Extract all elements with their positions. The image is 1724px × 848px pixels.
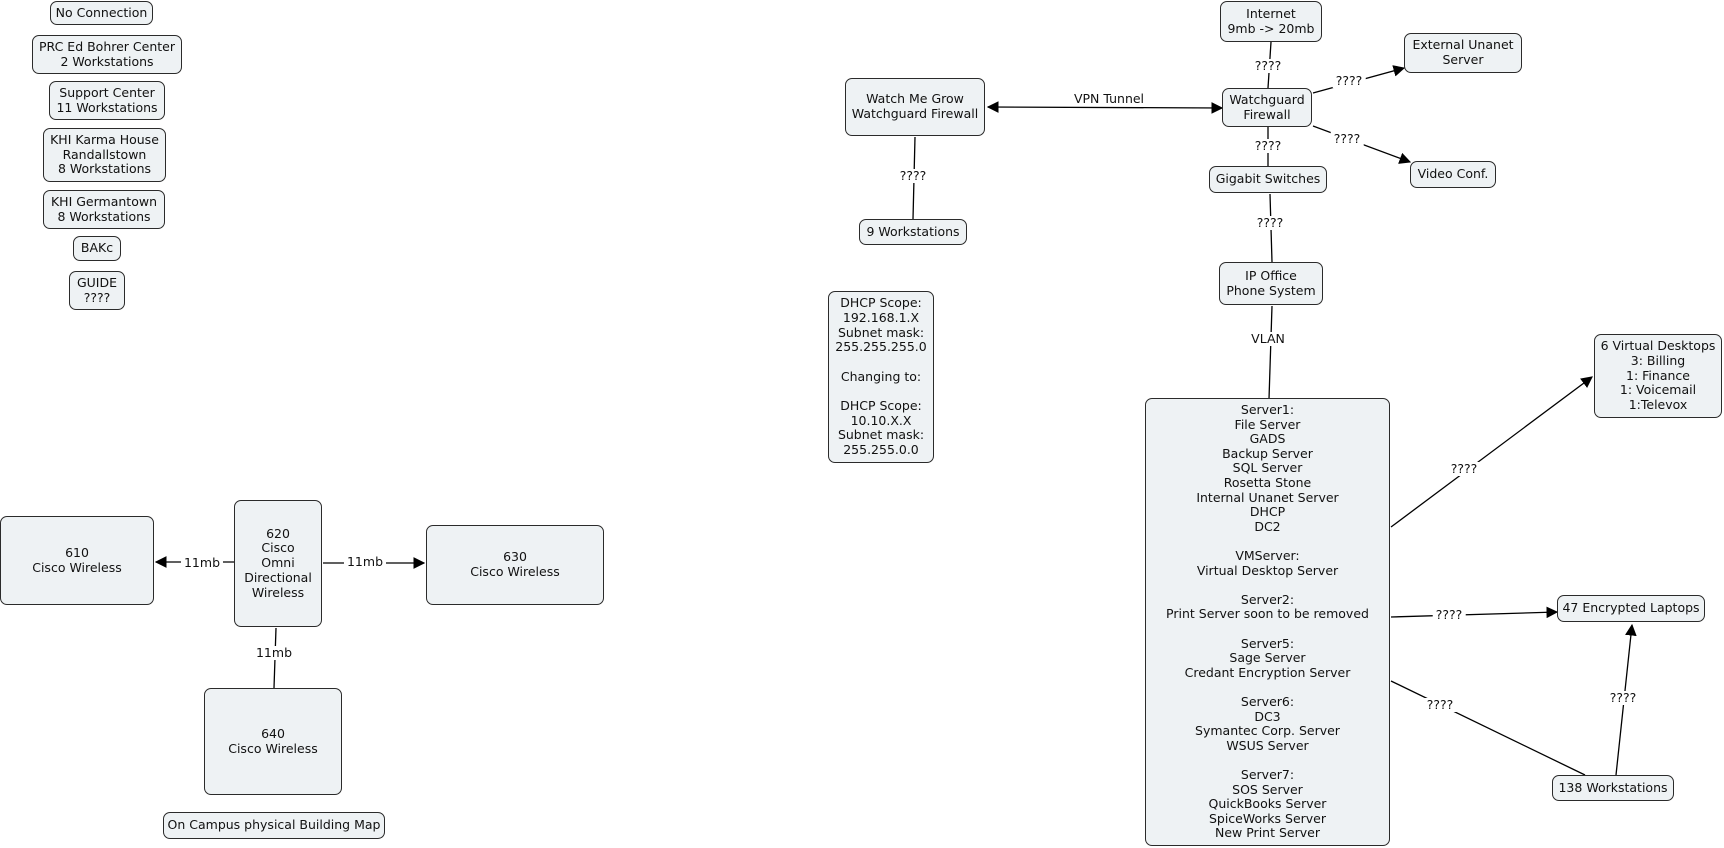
edge-label-servers-138ws: ????	[1423, 698, 1457, 712]
node-dhcp-scope-note[interactable]: DHCP Scope: 192.168.1.X Subnet mask: 255…	[828, 291, 934, 463]
node-6-virtual-desktops[interactable]: 6 Virtual Desktops 3: Billing 1: Finance…	[1594, 334, 1722, 418]
edge-label-watchguard-video: ????	[1330, 132, 1364, 146]
edge-label-watchguard-external: ????	[1332, 74, 1366, 88]
node-khi-karma-house[interactable]: KHI Karma House Randallstown 8 Workstati…	[43, 128, 166, 182]
node-640-cisco-wireless[interactable]: 640 Cisco Wireless	[204, 688, 342, 795]
edge-srv-lap	[1390, 606, 1559, 619]
node-no-connection[interactable]: No Connection	[50, 1, 153, 25]
node-47-encrypted-laptops[interactable]: 47 Encrypted Laptops	[1557, 595, 1705, 622]
node-prc-ed-bohrer[interactable]: PRC Ed Bohrer Center 2 Workstations	[32, 35, 182, 74]
edge-label-vlan: VLAN	[1248, 332, 1288, 346]
edge-label-watchguard-gigabit: ????	[1251, 139, 1285, 153]
node-ip-office-phone-system[interactable]: IP Office Phone System	[1219, 262, 1323, 305]
node-campus-map[interactable]: On Campus physical Building Map	[163, 812, 385, 839]
edge-srv-138	[1390, 680, 1586, 776]
edge-label-servers-vd: ????	[1447, 462, 1481, 476]
edge-label-620-630: 11mb	[343, 555, 387, 569]
edge-ipo-srv	[1268, 305, 1273, 400]
node-9-workstations[interactable]: 9 Workstations	[859, 219, 967, 245]
edge-vpn	[986, 101, 1224, 114]
edge-label-internet-watchguard: ????	[1251, 59, 1285, 73]
edge-label-wmg-9ws: ????	[896, 169, 930, 183]
edge-label-gigabit-ipoffice: ????	[1253, 216, 1287, 230]
node-630-cisco-wireless[interactable]: 630 Cisco Wireless	[426, 525, 604, 605]
edge-srv-vd	[1390, 376, 1593, 528]
node-610-cisco-wireless[interactable]: 610 Cisco Wireless	[0, 516, 154, 605]
node-gigabit-switches[interactable]: Gigabit Switches	[1209, 166, 1327, 193]
node-138-workstations[interactable]: 138 Workstations	[1552, 775, 1674, 801]
node-watchguard-firewall[interactable]: Watchguard Firewall	[1222, 88, 1312, 127]
node-620-cisco-omni[interactable]: 620 Cisco Omni Directional Wireless	[234, 500, 322, 627]
node-guide[interactable]: GUIDE ????	[69, 271, 125, 310]
node-khi-germantown[interactable]: KHI Germantown 8 Workstations	[43, 190, 165, 229]
edge-label-620-640: 11mb	[252, 646, 296, 660]
node-video-conf[interactable]: Video Conf.	[1410, 161, 1496, 188]
node-support-center[interactable]: Support Center 11 Workstations	[49, 81, 165, 120]
node-watch-me-grow-firewall[interactable]: Watch Me Grow Watchguard Firewall	[845, 78, 985, 136]
node-servers[interactable]: Server1: File Server GADS Backup Server …	[1145, 398, 1390, 846]
node-external-unanet-server[interactable]: External Unanet Server	[1404, 33, 1522, 73]
edge-label-620-610: 11mb	[180, 556, 224, 570]
edge-label-servers-laptops: ????	[1432, 608, 1466, 622]
edge-label-138ws-laptops: ????	[1606, 691, 1640, 705]
node-internet[interactable]: Internet 9mb -> 20mb	[1220, 1, 1322, 42]
edge-label-vpn-tunnel: VPN Tunnel	[1070, 92, 1148, 106]
node-bakc[interactable]: BAKc	[73, 236, 121, 261]
